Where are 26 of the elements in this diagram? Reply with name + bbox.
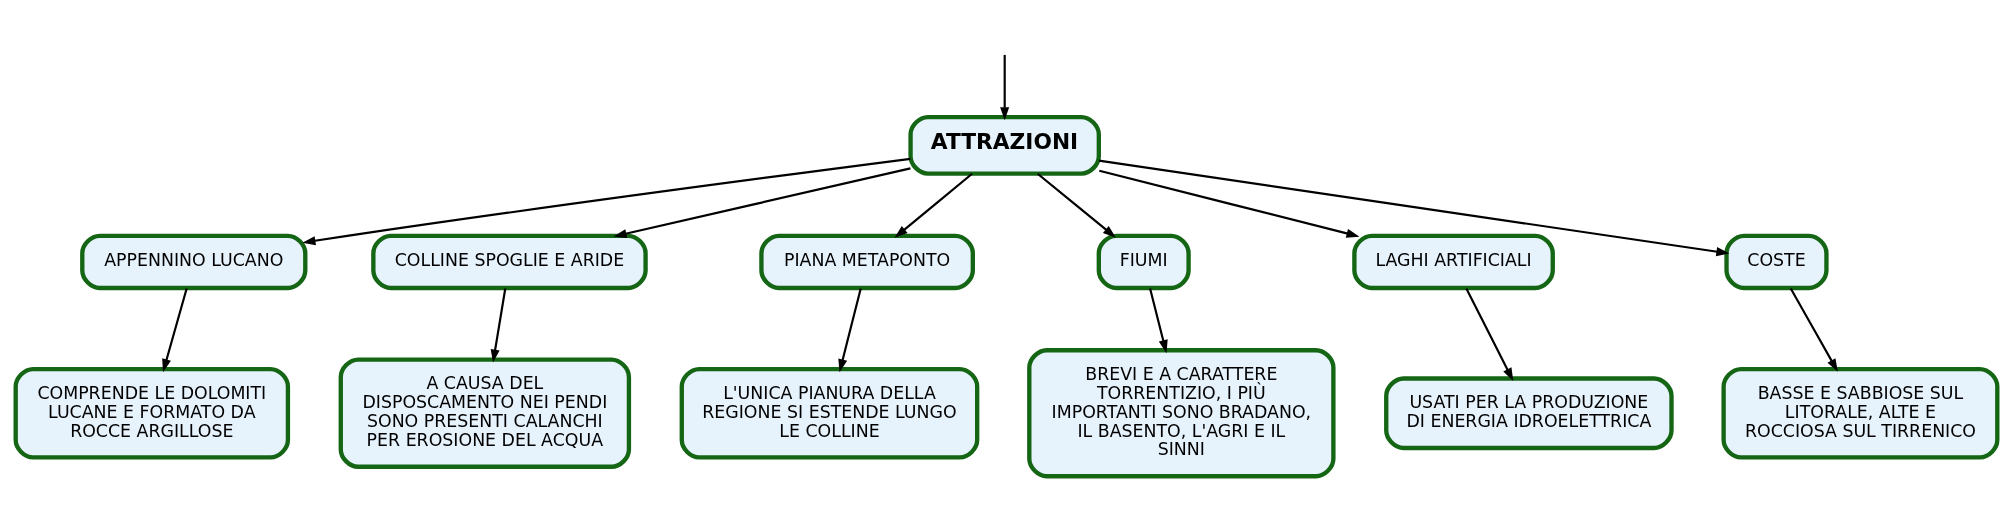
arrow <box>894 172 973 238</box>
arrow <box>1149 288 1168 354</box>
node-box: FIUMI <box>1096 233 1191 291</box>
node-box: A CAUSA DEL DISPOSCAMENTO NEI PENDI SONO PRESENTI CALANCHI PER EROSIONE DEL ACQUA <box>338 357 632 469</box>
arrow <box>490 288 507 363</box>
node-box: ATTRAZIONI <box>908 114 1101 176</box>
arrow <box>1098 159 1730 257</box>
node-box: L'UNICA PIANURA DELLA REGIONE SI ESTENDE LUNGO LE COLLINE <box>679 366 980 460</box>
node-box: BASSE E SABBIOSE SUL LITORALE, ALTE E ROCCIOSA SUL TIRRENICO <box>1721 366 2000 460</box>
node-box: PIANA METAPONTO <box>759 233 975 291</box>
arrow <box>1000 54 1010 121</box>
arrow <box>1465 288 1514 381</box>
arrow <box>162 288 188 373</box>
node-box: APPENNINO LUCANO <box>80 233 308 291</box>
arrow <box>1789 288 1838 372</box>
arrow <box>838 288 862 373</box>
node-box: LAGHI ARTIFICIALI <box>1352 233 1555 291</box>
arrow <box>1099 169 1360 238</box>
node-box: COLLINE SPOGLIE E ARIDE <box>371 233 648 291</box>
arrow <box>613 167 911 239</box>
node-box: COMPRENDE LE DOLOMITI LUCANE E FORMATO DA ROCCE ARGILLOSE <box>13 366 291 460</box>
node-box: COSTE <box>1724 233 1829 291</box>
node-box: USATI PER LA PRODUZIONE DI ENERGIA IDROELETTRICA <box>1384 376 1674 451</box>
arrow <box>302 157 911 246</box>
node-box: BREVI E A CARATTERE TORRENTIZIO, I PIÙ IMPORTANTI SONO BRADANO, IL BASENTO, L'AGRI E IL SINNI <box>1027 348 1336 479</box>
arrow <box>1036 172 1116 238</box>
